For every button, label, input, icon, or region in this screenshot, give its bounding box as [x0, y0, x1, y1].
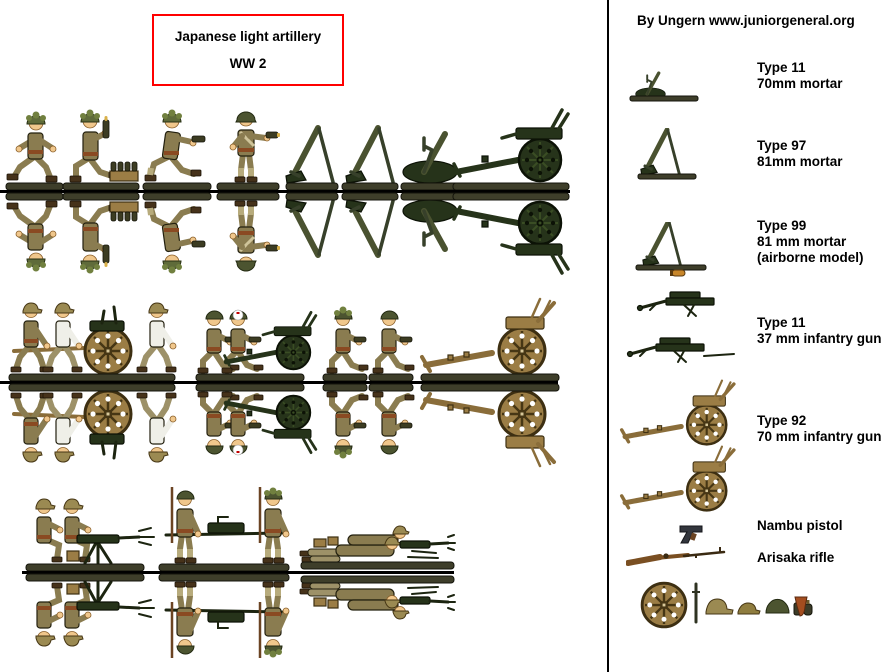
kneeling-gunner-figure: [368, 299, 414, 382]
infantry-gun-37mm-icon: [626, 269, 735, 364]
carrying-team-figure: [158, 573, 290, 656]
running-crewman-figure: [5, 192, 64, 275]
brown-infantry-gun-figure: [420, 383, 560, 466]
row3-figures: [0, 489, 610, 572]
legend-item-type11-gun: Type 11 37 mm infantry gun: [757, 315, 882, 347]
legend-item-arisaka-rifle: Arisaka rifle: [757, 550, 834, 566]
legend-desc: (airborne model): [757, 250, 864, 265]
type99-mortar-figure: [341, 108, 399, 191]
figure-row-2: [0, 299, 610, 469]
row1-figures: [0, 108, 610, 191]
pistol-icon: [679, 525, 703, 544]
wheel-icon: [640, 581, 688, 629]
running-crewman-figure: [5, 108, 64, 191]
mortar-type99-icon: [635, 222, 707, 271]
legend-label: Type 11: [757, 315, 806, 330]
type99-mortar-figure: [341, 192, 399, 275]
brown-infantry-gun-figure: [420, 299, 560, 382]
mortar-type11-icon: [629, 71, 699, 102]
legend-desc: 81mm mortar: [757, 154, 843, 169]
legend-label: Arisaka rifle: [757, 550, 835, 565]
peaked-cap-icon: [705, 598, 734, 615]
title-box: Japanese light artillery WW 2: [152, 14, 344, 86]
legend-item-type97-mortar: Type 97 81mm mortar: [757, 138, 843, 170]
page-subtitle: WW 2: [229, 56, 267, 72]
legend-item-type92-gun: Type 92 70 mm infantry gun: [757, 413, 882, 445]
kneeling-loader-camo-figure: [322, 306, 368, 382]
legend-label: Type 97: [757, 138, 807, 153]
prone-firing-crew-figure: [299, 575, 456, 620]
mortar-type97-icon: [637, 128, 697, 180]
row1-figures: [0, 192, 610, 275]
legend-item-type11-mortar: Type 11 70mm mortar: [757, 60, 843, 92]
infantry-gun-70mm-icon: [616, 378, 748, 512]
figure-row-1: [0, 108, 610, 278]
helmet-icon: [765, 598, 790, 614]
kneeling-loader-figure: [62, 108, 140, 191]
misc-equipment-icons: [640, 581, 813, 629]
type97-mortar-figure: [285, 108, 339, 191]
legend-item-type99-mortar: Type 99 81 mm mortar (airborne model): [757, 218, 864, 266]
standing-crewman-figure: [216, 192, 282, 275]
sword-icon: [692, 582, 700, 624]
row2-figures: [0, 299, 610, 382]
legend-desc: 37 mm infantry gun: [757, 331, 882, 346]
holster-icon: [794, 596, 808, 617]
panel-divider: [607, 0, 609, 672]
prone-firing-crew-figure: [299, 525, 456, 570]
fold-line-row1: [0, 190, 570, 193]
legend-label: Type 99: [757, 218, 807, 233]
fold-line-row3: [22, 571, 454, 574]
row2-figures: [0, 383, 610, 466]
crouching-crew-with-green-gun-figure: [195, 299, 305, 382]
kneeling-loader-figure: [62, 192, 140, 275]
page-title: Japanese light artillery: [174, 28, 322, 44]
rifle-icon: [626, 547, 726, 566]
figure-row-3: [0, 489, 610, 659]
legend-label: Type 92: [757, 413, 807, 428]
crew-pulling-limbered-gun-figure: [8, 299, 176, 382]
field-cap-icon: [737, 602, 761, 615]
credit-text: By Ungern www.juniorgeneral.org: [637, 13, 855, 28]
seated-machinegun-crew-figure: [25, 489, 156, 572]
kneeling-crewman-figure: [142, 108, 212, 191]
crew-pulling-limbered-gun-figure: [8, 383, 176, 466]
row3-figures: [0, 573, 610, 656]
legend-desc: 81 mm mortar: [757, 234, 847, 249]
standing-crewman-figure: [216, 108, 282, 191]
legend-label: Nambu pistol: [757, 518, 843, 533]
carrying-team-figure: [158, 489, 290, 572]
fold-line-row2: [0, 381, 558, 384]
legend-desc: 70 mm infantry gun: [757, 429, 882, 444]
seated-machinegun-crew-figure: [25, 573, 156, 656]
kneeling-loader-camo-figure: [322, 383, 368, 459]
kneeling-gunner-figure: [368, 383, 414, 466]
green-infantry-gun-figure: [452, 108, 570, 191]
legend-item-nambu-pistol: Nambu pistol: [757, 518, 843, 534]
legend-label: Type 11: [757, 60, 806, 75]
type97-mortar-figure: [285, 192, 339, 275]
kneeling-crewman-figure: [142, 192, 212, 275]
crouching-crew-with-green-gun-figure: [195, 383, 305, 466]
green-infantry-gun-figure: [452, 192, 570, 275]
legend-desc: 70mm mortar: [757, 76, 843, 91]
